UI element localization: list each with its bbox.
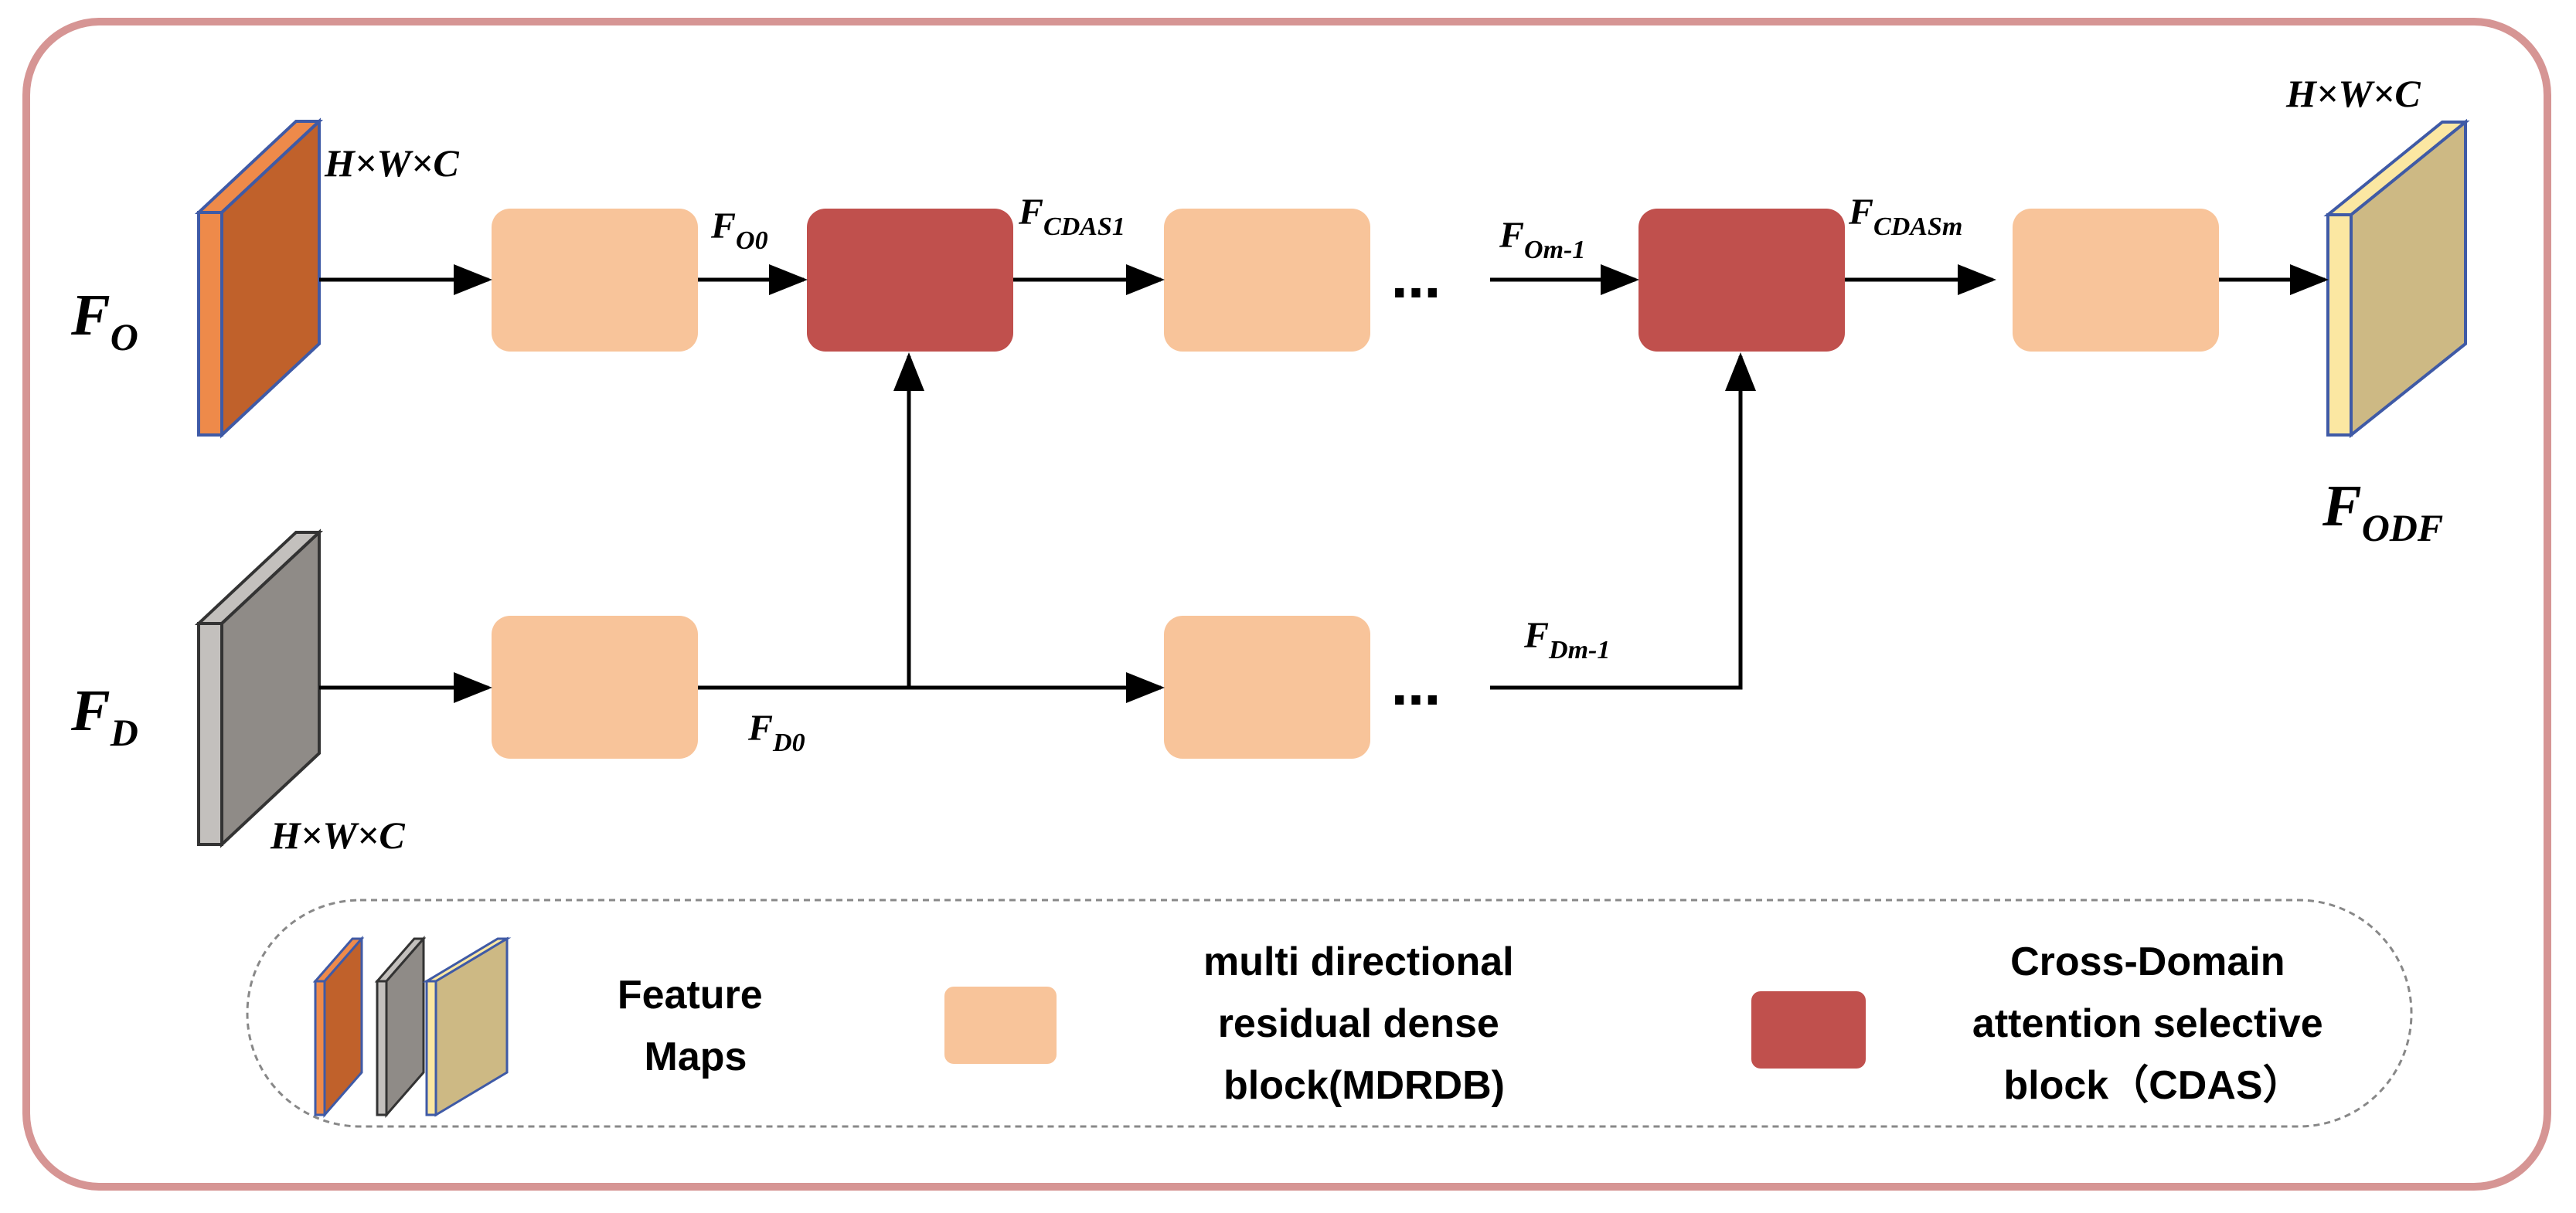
fo-label: FO — [70, 283, 138, 358]
mdrdb-block-bottom-1 — [492, 616, 698, 759]
ellipsis-bottom: … — [1391, 660, 1441, 717]
mdrdb-block-top-2 — [1164, 209, 1370, 352]
ellipsis-top: … — [1391, 253, 1441, 310]
label-fd0: FD0 — [747, 708, 805, 757]
legend-mdrdb-swatch — [944, 987, 1057, 1064]
label-fom1: FOm-1 — [1499, 215, 1585, 264]
feature-map-fo — [194, 117, 324, 439]
legend-feature-maps-label: Feature Maps — [618, 973, 774, 1079]
feature-map-fodf — [2323, 118, 2470, 439]
arrow-fdm1-up-to-cdasm — [1490, 352, 1756, 690]
cdas-block-m — [1638, 209, 1845, 352]
legend-box — [246, 899, 2413, 1128]
label-fo0: FO0 — [710, 206, 768, 255]
fd-dims-label: H×W×C — [270, 814, 405, 857]
cdas-block-1 — [807, 209, 1013, 352]
mdrdb-block-bottom-2 — [1164, 616, 1370, 759]
legend-feature-maps-icon — [312, 936, 512, 1118]
fodf-dims-label: H×W×C — [2285, 72, 2421, 115]
fo-dims-label: H×W×C — [324, 141, 459, 185]
mdrdb-block-top-3 — [2013, 209, 2219, 352]
label-fdm1: FDm-1 — [1523, 615, 1610, 664]
legend-cdas-label: Cross-Domain attention selective block（C… — [1972, 939, 2334, 1108]
legend-mdrdb-label: multi directional residual dense block(M… — [1203, 939, 1525, 1108]
fd-label: FD — [70, 678, 138, 754]
fodf-label: FODF — [2322, 474, 2443, 549]
label-fcdasm: FCDASm — [1848, 192, 1962, 241]
legend-cdas-swatch — [1751, 991, 1866, 1069]
label-fcdas1: FCDAS1 — [1018, 192, 1125, 241]
mdrdb-block-top-1 — [492, 209, 698, 352]
feature-map-fd — [194, 528, 324, 848]
